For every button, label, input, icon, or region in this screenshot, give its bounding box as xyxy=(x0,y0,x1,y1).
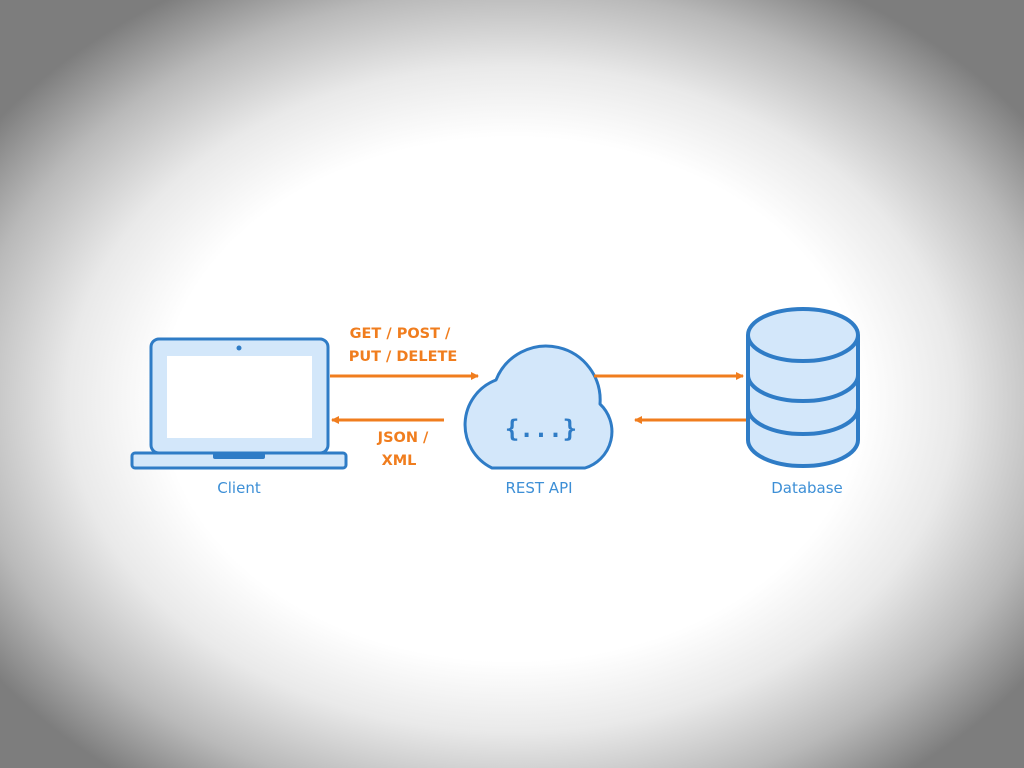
response-label-line-2: XML xyxy=(382,453,417,469)
database-icon xyxy=(746,307,860,468)
api-label: REST API xyxy=(505,479,572,497)
api-symbol: {...} xyxy=(505,415,577,443)
request-label-line-1: GET / POST / xyxy=(350,326,451,342)
request-label-line-2: PUT / DELETE xyxy=(349,349,458,365)
response-label-line-1: JSON / xyxy=(377,430,429,446)
database-label: Database xyxy=(771,479,843,497)
cloud-icon xyxy=(463,344,614,470)
laptop-icon xyxy=(130,337,348,470)
client-label: Client xyxy=(217,479,261,497)
